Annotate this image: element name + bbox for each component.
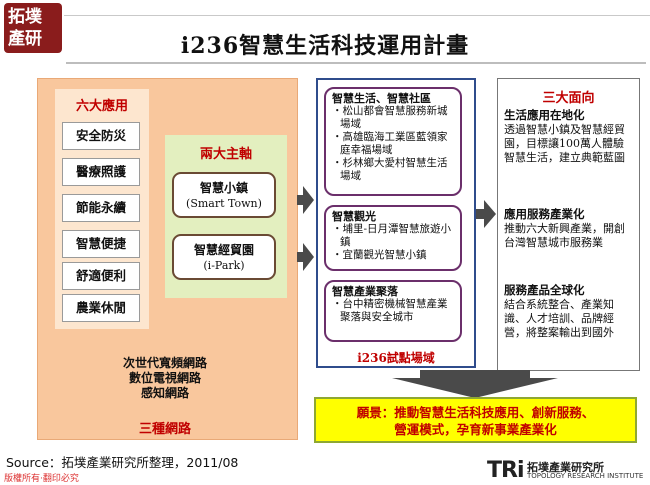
vision-box: 願景：推動智慧生活科技應用、創新服務、 營運模式，孕育新事業產業化: [314, 397, 637, 443]
arrow-left-to-mid: [297, 186, 314, 214]
app-item: 節能永續: [62, 194, 140, 222]
axis-i-park: 智慧經貿園 (i-Park): [172, 234, 276, 280]
aspect-globalization: 服務產品全球化 結合系統整合、產業知識、人才培訓、品牌經營，將整案輸出到國外: [504, 283, 634, 340]
site-item: ‧台中精密機械智慧產業聚落與安全城市: [332, 298, 448, 323]
vision-line-2: 營運模式，孕育新事業產業化: [394, 422, 557, 437]
site-card-heading: 智慧生活、智慧社區: [332, 92, 431, 105]
header-divider: [64, 15, 650, 16]
aspect-text: 透過智慧小鎮及智慧經貿園，目標讓100萬人體驗智慧生活，建立典範藍圖: [504, 123, 625, 164]
six-apps-title: 六大應用: [75, 99, 128, 114]
site-item: ‧杉林鄉大愛村智慧生活場域: [332, 157, 448, 182]
copyright-note: 版權所有‧翻印必究: [4, 474, 79, 484]
site-card-tourism: 智慧觀光 ‧埔里-日月潭智慧旅遊小鎮 ‧宜蘭觀光智慧小鎮: [324, 205, 462, 271]
network-item: 次世代寬頻網路: [122, 356, 207, 370]
page-title: i236智慧生活科技運用計畫: [180, 33, 470, 59]
aspect-heading: 生活應用在地化: [504, 108, 585, 122]
app-item: 醫療照護: [62, 158, 140, 186]
aspect-heading: 服務產品全球化: [504, 283, 585, 297]
app-item: 舒適便利: [62, 262, 140, 290]
aspect-text: 結合系統整合、產業知識、人才培訓、品牌經營，將整案輸出到國外: [504, 298, 614, 339]
trial-sites-title: i236試點場域: [357, 351, 435, 365]
two-axes-title: 兩大主軸: [199, 147, 252, 162]
source-note: Source：拓墣產業研究所整理，2011/08: [6, 455, 239, 470]
site-item: ‧宜蘭觀光智慧小鎮: [332, 249, 427, 261]
site-card-heading: 智慧產業聚落: [332, 285, 398, 298]
brand-logo: 拓墣 產研: [4, 3, 62, 53]
logo-line-1: 拓墣: [8, 7, 42, 27]
site-card-smart-living: 智慧生活、智慧社區 ‧松山都會智慧服務新城場域 ‧高雄臨海工業區藍領家庭幸福場域…: [324, 87, 462, 196]
app-item: 智慧便捷: [62, 230, 140, 258]
arrow-mid-to-right: [476, 200, 496, 228]
network-item: 數位電視網路: [128, 371, 201, 385]
app-item: 安全防災: [62, 122, 140, 150]
aspect-heading: 應用服務產業化: [504, 207, 585, 221]
arrow-down-to-vision: [392, 370, 558, 398]
three-aspects-title: 三大面向: [542, 91, 595, 106]
site-item: ‧埔里-日月潭智慧旅遊小鎮: [332, 223, 452, 248]
site-item: ‧松山都會智慧服務新城場域: [332, 105, 448, 130]
logo-line-2: 產研: [8, 29, 42, 49]
axis-label: 智慧經貿園: [193, 243, 254, 257]
aspect-industrialization: 應用服務產業化 推動六大新興產業，開創台灣智慧城市服務業: [504, 207, 634, 250]
axis-label-en: (Smart Town): [186, 197, 262, 210]
site-card-industry: 智慧產業聚落 ‧台中精密機械智慧產業聚落與安全城市: [324, 280, 462, 342]
aspect-text: 推動六大新興產業，開創台灣智慧城市服務業: [504, 222, 625, 249]
axis-label: 智慧小鎮: [199, 181, 248, 195]
networks-list: 次世代寬頻網路 數位電視網路 感知網路: [60, 356, 270, 401]
axis-smart-town: 智慧小鎮 (Smart Town): [172, 172, 276, 218]
three-aspects-panel: [497, 78, 640, 371]
tri-logo-english: TOPOLOGY RESEARCH INSTITUTE: [527, 472, 644, 480]
vision-line-1: 願景：推動智慧生活科技應用、創新服務、: [356, 405, 595, 420]
network-item: 感知網路: [140, 386, 189, 400]
tri-logo-mark: TRi: [487, 458, 524, 483]
tri-logo-name: 拓墣產業研究所: [527, 461, 604, 474]
app-item: 農業休閒: [62, 294, 140, 322]
aspect-localization: 生活應用在地化 透過智慧小鎮及智慧經貿園，目標讓100萬人體驗智慧生活，建立典範…: [504, 108, 634, 165]
title-divider: [66, 62, 646, 64]
networks-title: 三種網路: [138, 422, 191, 437]
site-card-heading: 智慧觀光: [332, 210, 376, 223]
arrow-left-to-mid: [297, 243, 314, 271]
site-item: ‧高雄臨海工業區藍領家庭幸福場域: [332, 131, 448, 156]
axis-label-en: (i-Park): [203, 259, 245, 272]
